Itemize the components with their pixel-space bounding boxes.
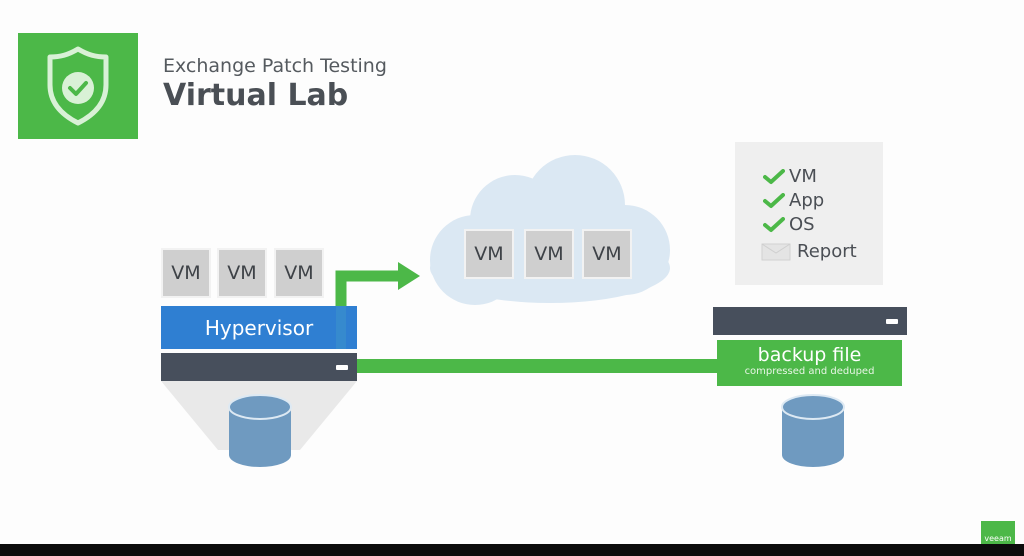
envelope-icon [761, 243, 791, 260]
minus-icon [886, 319, 898, 324]
production-server [161, 353, 357, 381]
check-icon [763, 168, 785, 184]
cloud-vm-3: VM [582, 229, 632, 279]
checklist-item-app: App [763, 190, 824, 211]
arrow-overlay [336, 306, 346, 349]
cloud-vm-2: VM [524, 229, 574, 279]
backup-server [713, 307, 907, 335]
shield-logo [18, 33, 138, 139]
arrow-head-icon [398, 262, 420, 290]
backup-file-box: backup file compressed and deduped [717, 340, 902, 386]
checklist-item-vm: VM [763, 166, 817, 187]
shield-check-icon [47, 46, 109, 126]
backup-file-label: backup file [757, 344, 862, 366]
minus-icon [336, 365, 348, 370]
database-icon [228, 394, 292, 467]
production-vm-1: VM [161, 248, 211, 298]
hypervisor-bar: Hypervisor [161, 306, 357, 349]
checklist-item-os: OS [763, 214, 815, 235]
check-icon [763, 216, 785, 232]
production-vm-3: VM [274, 248, 324, 298]
checklist-label: OS [789, 214, 815, 235]
checklist-label: App [789, 190, 825, 211]
checklist-item-report: Report [761, 241, 857, 262]
backup-connector-line [357, 359, 719, 373]
verification-checklist: VM App OS Report [735, 142, 883, 285]
page-title: Virtual Lab [163, 78, 349, 113]
backup-file-sublabel: compressed and deduped [744, 366, 875, 377]
database-icon [781, 394, 845, 467]
page-subtitle: Exchange Patch Testing [163, 55, 387, 77]
checklist-label: Report [797, 241, 857, 262]
check-icon [763, 192, 785, 208]
production-vm-2: VM [217, 248, 267, 298]
cloud-vm-1: VM [464, 229, 514, 279]
arrow-to-cloud [335, 270, 400, 306]
checklist-label: VM [789, 166, 817, 187]
bottom-bar [0, 544, 1024, 556]
